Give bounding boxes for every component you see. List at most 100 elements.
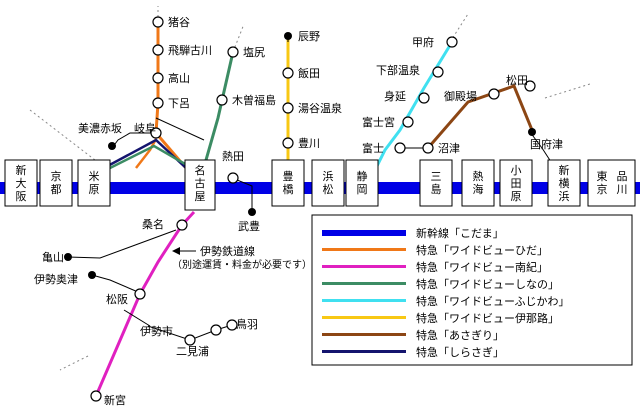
- station-box-kyoto[interactable]: [39, 159, 73, 207]
- legend-swatch-shinano: [322, 282, 406, 285]
- legend-swatch-asagiri: [322, 333, 406, 336]
- label-toba: 鳥羽: [236, 317, 258, 331]
- station-box-shizuoka[interactable]: [345, 159, 379, 207]
- label-fujinomiya: 富士宮: [362, 115, 395, 129]
- legend-label-asagiri: 特急「あさぎり」: [416, 328, 504, 342]
- label-shiojiri: 塩尻: [243, 45, 265, 59]
- station-box-toyohashi[interactable]: [271, 159, 305, 207]
- label-gifu: 岐阜: [134, 122, 156, 135]
- local-black-lines: [67, 36, 556, 341]
- terminal-dot-tatsuno[interactable]: [284, 32, 292, 40]
- label-futamiura: 二見浦: [176, 345, 209, 358]
- label-inotani: 猪谷: [168, 16, 190, 29]
- station-marker-toyokawa[interactable]: [282, 137, 294, 149]
- station-label-tokyo: 東京: [597, 170, 608, 196]
- terminal-dot-ise-okitsu[interactable]: [88, 271, 96, 279]
- trunk-stations: 新大阪 京都 米原 名古屋 豊橋 浜松 静岡 三島 熱海 小田原 新横浜 品川 …: [4, 159, 636, 211]
- station-box-shin-osaka[interactable]: [4, 159, 38, 207]
- label-kuwana: 桑名: [142, 217, 164, 231]
- label-taketoyo: 武豊: [238, 220, 260, 233]
- ise-railway-note: 伊勢鉄道線 （別途運賃・料金が必要です）: [172, 244, 312, 271]
- label-minobu: 身延: [384, 89, 406, 103]
- station-marker-atsuta[interactable]: [227, 172, 239, 184]
- legend-label-hida: 特急「ワイドビューひだ」: [416, 243, 548, 257]
- station-box-shin-yokohama[interactable]: [547, 159, 581, 207]
- station-marker-numazu[interactable]: [422, 142, 434, 154]
- label-shingu: 新宮: [104, 393, 126, 407]
- station-marker-kuwana[interactable]: [176, 219, 188, 231]
- station-marker-kofu[interactable]: [446, 36, 458, 48]
- legend-swatch-fujikawa: [322, 299, 406, 302]
- station-marker-kiso-fukushima[interactable]: [216, 94, 228, 106]
- station-box-mishima[interactable]: [419, 159, 453, 207]
- terminal-dot-taketoyo[interactable]: [248, 208, 256, 216]
- legend-label-inaji: 特急「ワイドビュー伊那路」: [416, 311, 559, 325]
- station-box-atami[interactable]: [461, 159, 495, 207]
- label-hida-furukawa: 飛騨古川: [168, 43, 212, 57]
- label-shimobe-onsen: 下部温泉: [376, 63, 420, 77]
- station-marker-takayama[interactable]: [152, 72, 164, 84]
- station-marker-hida-furukawa[interactable]: [152, 44, 164, 56]
- station-marker-iida[interactable]: [282, 67, 294, 79]
- fujikawa-line: [370, 41, 454, 177]
- station-label-odawara: 小田原: [511, 164, 522, 203]
- legend-swatch-nanki: [322, 265, 406, 268]
- station-marker-gifu[interactable]: [150, 127, 162, 139]
- label-matsusaka: 松阪: [106, 292, 128, 306]
- legend: 新幹線「こだま」特急「ワイドビューひだ」特急「ワイドビュー南紀」特急「ワイドビュ…: [311, 214, 633, 366]
- ise-railway-fare-note: （別途運賃・料金が必要です）: [172, 258, 312, 271]
- station-marker-fujinomiya[interactable]: [402, 116, 414, 128]
- station-marker-matsusaka[interactable]: [134, 288, 146, 300]
- station-label-maibara: 米原: [89, 170, 100, 196]
- station-marker-toba[interactable]: [226, 319, 238, 331]
- station-marker-iseshi[interactable]: [184, 334, 196, 346]
- station-labels: 猪谷 飛騨古川 高山 下呂 美濃赤坂 岐阜 塩尻 木曽福島 辰野 飯田 湯谷温泉…: [34, 16, 563, 407]
- legend-label-shirasagi: 特急「しらさぎ」: [416, 345, 504, 359]
- terminal-dot-kokufuzu[interactable]: [528, 128, 536, 136]
- terminal-dot-mino-akasaka[interactable]: [108, 142, 116, 150]
- station-marker-inotani[interactable]: [152, 16, 164, 28]
- label-iida: 飯田: [298, 66, 320, 80]
- ise-railway-name: 伊勢鉄道線: [200, 244, 255, 258]
- legend-label-nanki: 特急「ワイドビュー南紀」: [416, 260, 548, 274]
- station-marker-yudani-onsen[interactable]: [282, 102, 294, 114]
- station-marker-shingu[interactable]: [90, 390, 102, 402]
- legend-swatch-hida: [322, 248, 406, 251]
- station-box-odawara[interactable]: [499, 159, 533, 207]
- nanki-line: [94, 210, 196, 397]
- station-box-maibara[interactable]: [77, 159, 111, 207]
- station-marker-futamiura[interactable]: [210, 324, 222, 336]
- label-matsuda: 松田: [506, 73, 528, 87]
- legend-label-shinano: 特急「ワイドビューしなの」: [416, 277, 559, 291]
- station-box-shinagawa-tokyo[interactable]: [587, 159, 636, 207]
- label-iseshi: 伊勢市: [140, 324, 173, 338]
- station-label-shin-osaka: 新大阪: [16, 163, 27, 203]
- label-kameyama: 亀山: [42, 250, 64, 264]
- station-marker-shiojiri[interactable]: [227, 46, 239, 58]
- station-label-toyohashi: 豊橋: [283, 170, 294, 196]
- legend-swatch-shirasagi: [322, 350, 406, 353]
- legend-box: [311, 214, 633, 366]
- label-ise-okitsu: 伊勢奥津: [34, 272, 78, 286]
- station-label-shinagawa: 品川: [617, 170, 628, 196]
- station-marker-gotemba[interactable]: [488, 88, 500, 100]
- label-mino-akasaka: 美濃赤坂: [78, 121, 122, 135]
- terminal-dots: [64, 32, 536, 279]
- legend-items: 新幹線「こだま」特急「ワイドビューひだ」特急「ワイドビュー南紀」特急「ワイドビュ…: [322, 226, 570, 359]
- station-marker-gero[interactable]: [152, 97, 164, 109]
- station-box-nagoya[interactable]: [184, 159, 216, 211]
- legend-label-shinkansen: 新幹線「こだま」: [416, 226, 504, 240]
- terminal-dot-kameyama[interactable]: [64, 253, 72, 261]
- label-yudani-onsen: 湯谷温泉: [298, 101, 342, 115]
- station-marker-fuji[interactable]: [394, 142, 406, 154]
- label-fuji: 富士: [362, 141, 384, 155]
- label-kofu: 甲府: [412, 35, 434, 49]
- station-marker-shimobe-onsen[interactable]: [432, 66, 444, 78]
- label-toyokawa: 豊川: [298, 137, 320, 150]
- label-kiso-fukushima: 木曽福島: [232, 93, 276, 107]
- label-tatsuno: 辰野: [298, 30, 320, 43]
- station-box-hamamatsu[interactable]: [311, 159, 345, 207]
- station-label-hamamatsu: 浜松: [323, 170, 334, 196]
- station-marker-matsuda[interactable]: [524, 80, 536, 92]
- station-marker-minobu[interactable]: [418, 92, 430, 104]
